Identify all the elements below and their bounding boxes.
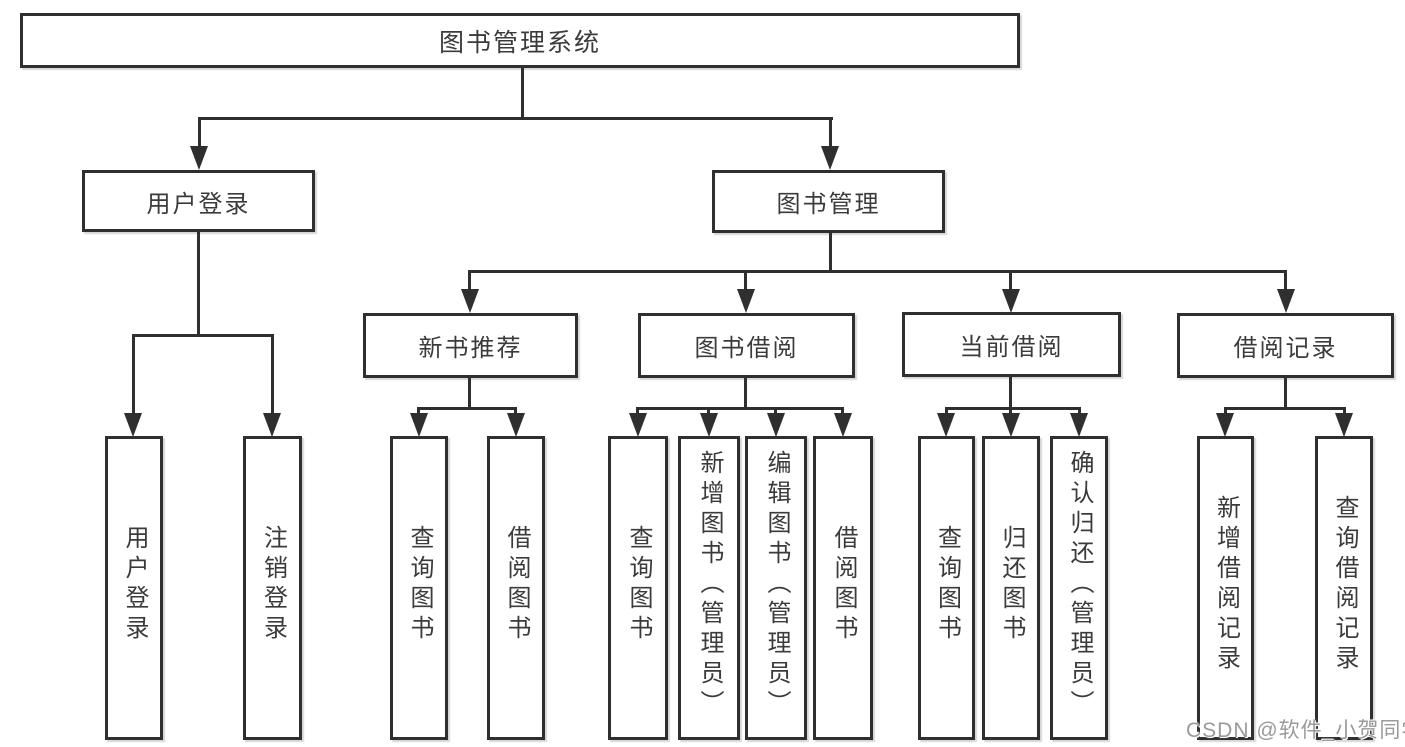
node-col-borrow-books: 借阅图书 bbox=[813, 436, 873, 740]
arrow-down-icon bbox=[410, 413, 428, 437]
connector-line bbox=[1009, 270, 1012, 292]
connector-line bbox=[1284, 377, 1287, 410]
connector-line bbox=[636, 407, 639, 416]
connector-line bbox=[1078, 407, 1081, 416]
node-library-management-system: 图书管理系统 bbox=[20, 13, 1020, 68]
arrow-down-icon bbox=[124, 413, 142, 437]
node-col-query-borrow-record: 查询借阅记录 bbox=[1315, 436, 1373, 740]
connector-line bbox=[636, 407, 844, 410]
node-current-borrowing: 当前借阅 bbox=[902, 312, 1121, 377]
node-book-management: 图书管理 bbox=[712, 170, 945, 233]
node-col-query-books-borrow: 查询图书 bbox=[608, 436, 668, 740]
connector-line bbox=[198, 117, 201, 148]
connector-line bbox=[1009, 407, 1012, 416]
node-borrowing-records: 借阅记录 bbox=[1177, 313, 1394, 378]
csdn-watermark: CSDN @软件_小贺同学 bbox=[1186, 719, 1405, 742]
connector-line bbox=[417, 407, 420, 416]
node-new-book-recommendation: 新书推荐 bbox=[363, 313, 578, 378]
node-col-borrow-books-recommend: 借阅图书 bbox=[487, 436, 545, 740]
arrow-down-icon bbox=[1070, 413, 1088, 437]
arrow-down-icon bbox=[1002, 413, 1020, 437]
node-col-edit-books-admin: 编辑图书（管理员） bbox=[745, 436, 807, 740]
connector-line bbox=[841, 407, 844, 416]
arrow-down-icon bbox=[937, 413, 955, 437]
connector-line bbox=[744, 377, 747, 410]
connector-line bbox=[829, 232, 832, 273]
connector-line bbox=[1343, 407, 1346, 416]
connector-line bbox=[707, 407, 710, 416]
connector-line bbox=[945, 407, 1081, 410]
connector-line bbox=[132, 334, 135, 415]
arrow-down-icon bbox=[737, 289, 755, 313]
connector-line bbox=[744, 270, 747, 292]
node-col-query-books-current: 查询图书 bbox=[918, 436, 975, 740]
arrow-down-icon bbox=[507, 413, 525, 437]
connector-line bbox=[774, 407, 777, 416]
node-col-return-books: 归还图书 bbox=[982, 436, 1040, 740]
node-col-query-books-recommend: 查询图书 bbox=[390, 436, 448, 740]
connector-line bbox=[829, 117, 832, 148]
connector-line bbox=[945, 407, 948, 416]
connector-line bbox=[1224, 407, 1346, 410]
connector-line bbox=[132, 334, 274, 337]
arrow-down-icon bbox=[767, 413, 785, 437]
arrow-down-icon bbox=[263, 413, 281, 437]
arrow-down-icon bbox=[1216, 413, 1234, 437]
arrow-down-icon bbox=[1277, 289, 1295, 313]
node-user-login: 用户登录 bbox=[82, 170, 315, 232]
node-book-borrowing: 图书借阅 bbox=[638, 313, 855, 378]
node-col-user-login: 用户登录 bbox=[105, 436, 163, 740]
connector-line bbox=[521, 66, 524, 119]
connector-line bbox=[468, 270, 1287, 273]
connector-line bbox=[514, 407, 517, 416]
arrow-down-icon bbox=[629, 413, 647, 437]
connector-line bbox=[198, 117, 833, 120]
arrow-down-icon bbox=[821, 146, 839, 170]
arrow-down-icon bbox=[1002, 289, 1020, 313]
connector-line bbox=[468, 377, 471, 410]
connector-line bbox=[197, 231, 200, 336]
connector-line bbox=[271, 334, 274, 415]
node-col-confirm-return-admin: 确认归还（管理员） bbox=[1050, 436, 1108, 740]
connector-line bbox=[417, 407, 517, 410]
connector-line bbox=[1284, 270, 1287, 292]
arrow-down-icon bbox=[1335, 413, 1353, 437]
node-col-logout: 注销登录 bbox=[243, 436, 302, 740]
node-col-add-books-admin: 新增图书（管理员） bbox=[678, 436, 740, 740]
connector-line bbox=[1224, 407, 1227, 416]
arrow-down-icon bbox=[461, 289, 479, 313]
arrow-down-icon bbox=[700, 413, 718, 437]
connector-line bbox=[468, 270, 471, 292]
node-col-add-borrow-record: 新增借阅记录 bbox=[1197, 436, 1254, 740]
arrow-down-icon bbox=[834, 413, 852, 437]
connector-line bbox=[1009, 376, 1012, 410]
arrow-down-icon bbox=[190, 146, 208, 170]
